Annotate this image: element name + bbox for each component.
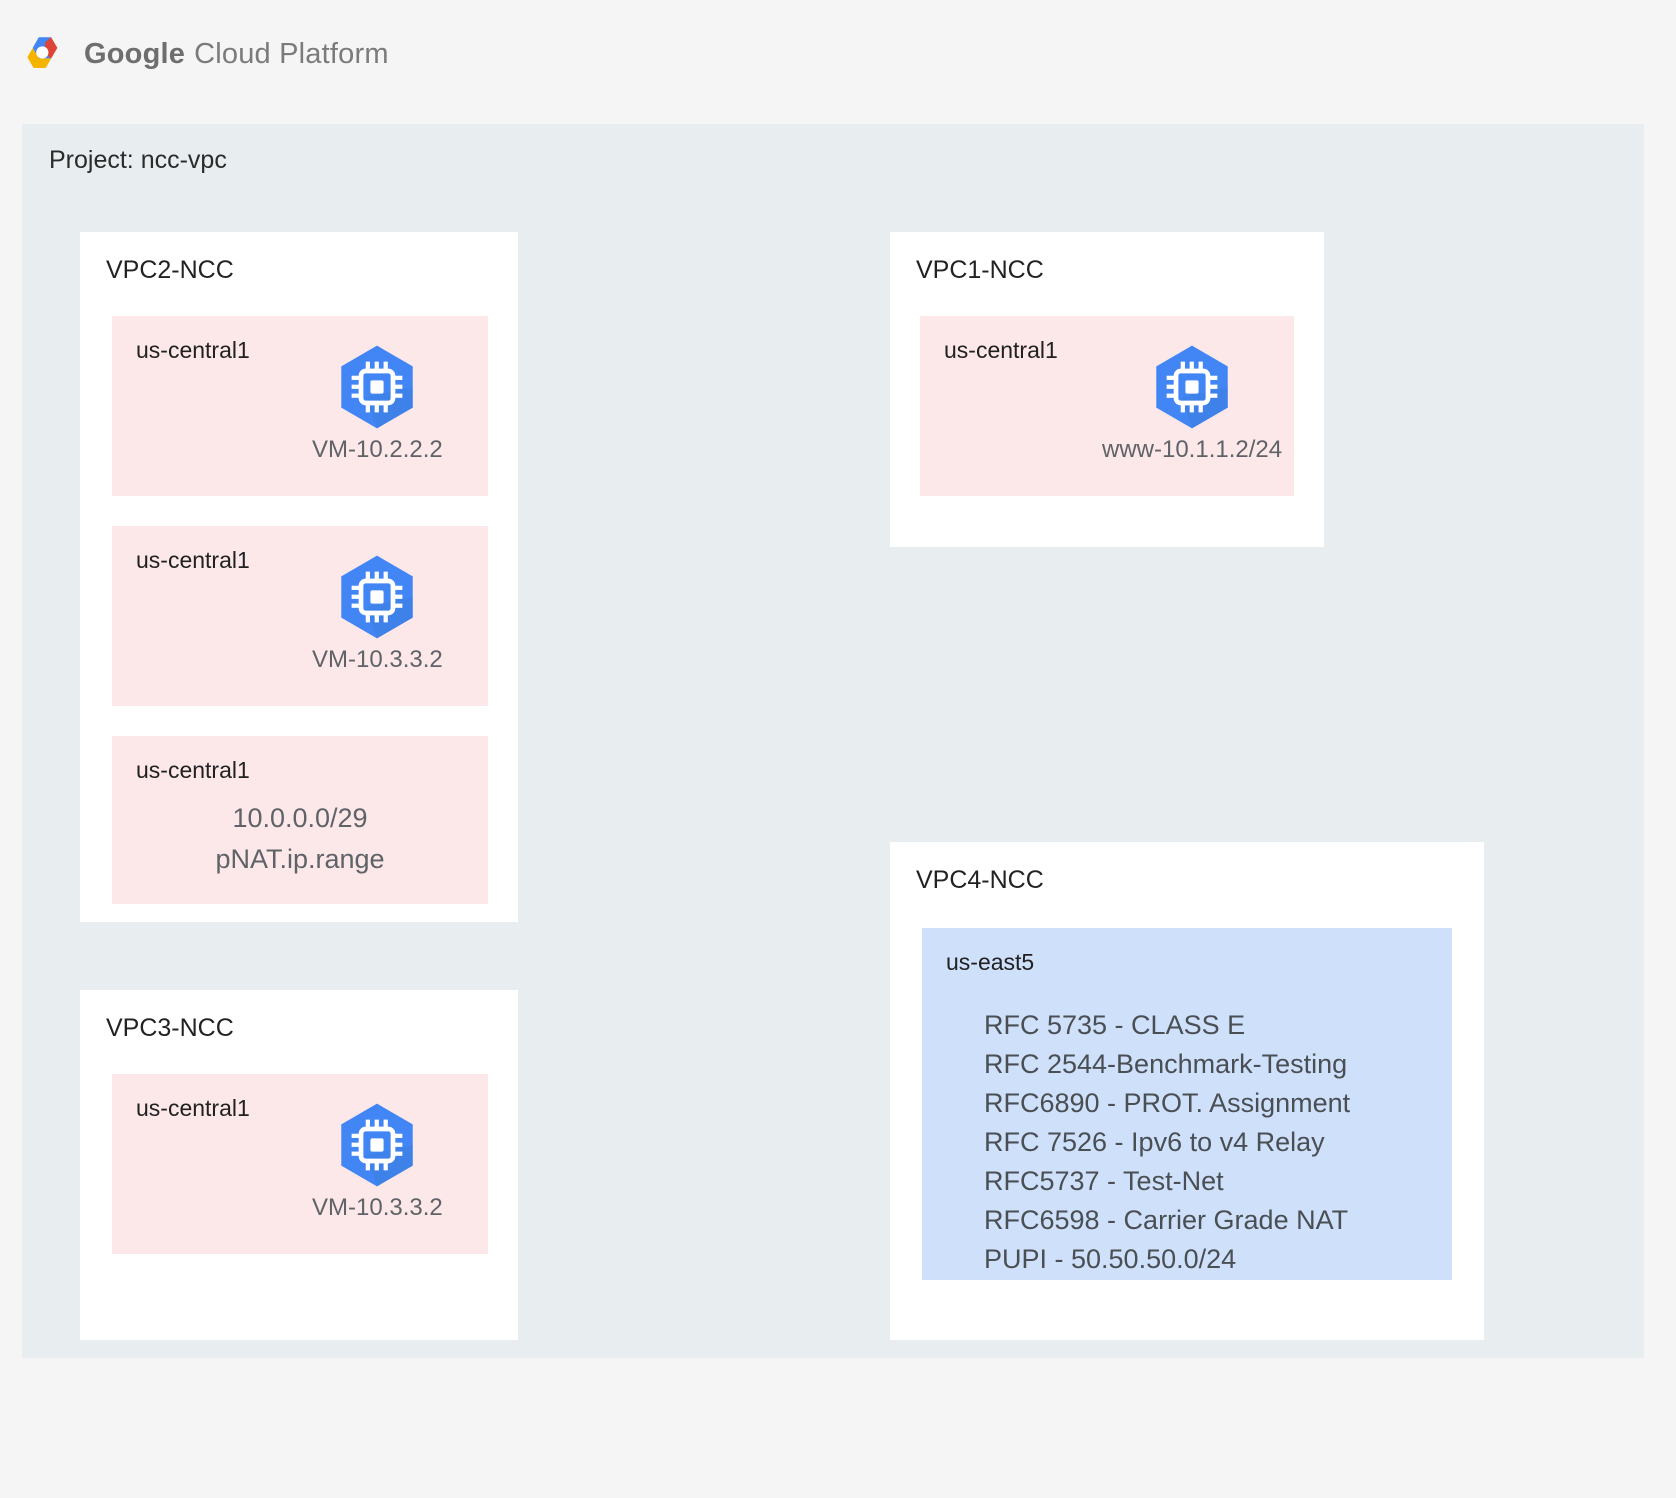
vpc-card-vpc1[interactable]: VPC1-NCC us-central1 bbox=[890, 232, 1324, 547]
zone-block-us-central1-nat[interactable]: us-central1 10.0.0.0/29 pNAT.ip.range bbox=[112, 736, 488, 904]
nat-range-text: 10.0.0.0/29 pNAT.ip.range bbox=[112, 798, 488, 880]
list-item: RFC5737 - Test-Net bbox=[984, 1166, 1224, 1196]
list-item: PUPI - 50.50.50.0/24 bbox=[984, 1244, 1237, 1274]
nat-range-cidr: 10.0.0.0/29 bbox=[232, 803, 368, 833]
brand-word-cloud-platform: Cloud Platform bbox=[194, 37, 389, 70]
zone-block-us-east5[interactable]: us-east5 RFC 5735 - CLASS E RFC 2544-Ben… bbox=[922, 928, 1452, 1280]
vm-label: VM-10.3.3.2 bbox=[312, 646, 443, 673]
vm-instance[interactable]: www-10.1.1.2/24 bbox=[1102, 340, 1282, 464]
zone-label: us-central1 bbox=[136, 1095, 250, 1121]
vm-instance[interactable]: VM-10.3.3.2 bbox=[312, 1098, 443, 1222]
list-item: RFC 7526 - Ipv6 to v4 Relay bbox=[984, 1127, 1325, 1157]
zone-label: us-central1 bbox=[136, 547, 250, 573]
google-cloud-platform-logo-icon bbox=[22, 31, 68, 77]
zone-label: us-central1 bbox=[944, 337, 1058, 363]
list-item: RFC6890 - PROT. Assignment bbox=[984, 1088, 1351, 1118]
zone-block-us-central1-vm2[interactable]: us-central1 bbox=[112, 526, 488, 706]
compute-engine-vm-icon bbox=[330, 340, 424, 434]
zone-block-us-central1-www[interactable]: us-central1 bbox=[920, 316, 1294, 496]
vpc-title: VPC3-NCC bbox=[106, 1014, 234, 1042]
zone-label: us-central1 bbox=[136, 337, 250, 363]
compute-engine-vm-icon bbox=[330, 1098, 424, 1192]
vpc-card-vpc2[interactable]: VPC2-NCC us-central1 bbox=[80, 232, 518, 922]
zone-label: us-central1 bbox=[136, 757, 250, 783]
compute-engine-vm-icon bbox=[330, 550, 424, 644]
vpc-card-vpc4[interactable]: VPC4-NCC us-east5 RFC 5735 - CLASS E RFC… bbox=[890, 842, 1484, 1340]
vm-label: VM-10.2.2.2 bbox=[312, 436, 443, 463]
vpc-title: VPC1-NCC bbox=[916, 256, 1044, 284]
rfc-list: RFC 5735 - CLASS E RFC 2544-Benchmark-Te… bbox=[984, 1006, 1350, 1279]
zone-block-us-central1-vm1[interactable]: us-central1 bbox=[112, 316, 488, 496]
vpc-title: VPC4-NCC bbox=[916, 866, 1044, 894]
nat-range-name: pNAT.ip.range bbox=[215, 844, 385, 874]
brand-word-google: Google bbox=[84, 37, 186, 70]
vpc-title: VPC2-NCC bbox=[106, 256, 234, 284]
vm-label: VM-10.3.3.2 bbox=[312, 1194, 443, 1221]
list-item: RFC6598 - Carrier Grade NAT bbox=[984, 1205, 1349, 1235]
compute-engine-vm-icon bbox=[1145, 340, 1239, 434]
vm-instance[interactable]: VM-10.2.2.2 bbox=[312, 340, 443, 464]
project-label: Project: ncc-vpc bbox=[49, 146, 227, 174]
vpc-card-vpc3[interactable]: VPC3-NCC us-central1 bbox=[80, 990, 518, 1340]
zone-label: us-east5 bbox=[946, 949, 1035, 975]
zone-block-us-central1-vm3[interactable]: us-central1 bbox=[112, 1074, 488, 1254]
list-item: RFC 5735 - CLASS E bbox=[984, 1010, 1246, 1040]
list-item: RFC 2544-Benchmark-Testing bbox=[984, 1049, 1348, 1079]
vm-label: www-10.1.1.2/24 bbox=[1102, 436, 1283, 463]
project-panel: Project: ncc-vpc VPC2-NCC us-central1 bbox=[22, 124, 1644, 1358]
vm-instance[interactable]: VM-10.3.3.2 bbox=[312, 550, 443, 674]
